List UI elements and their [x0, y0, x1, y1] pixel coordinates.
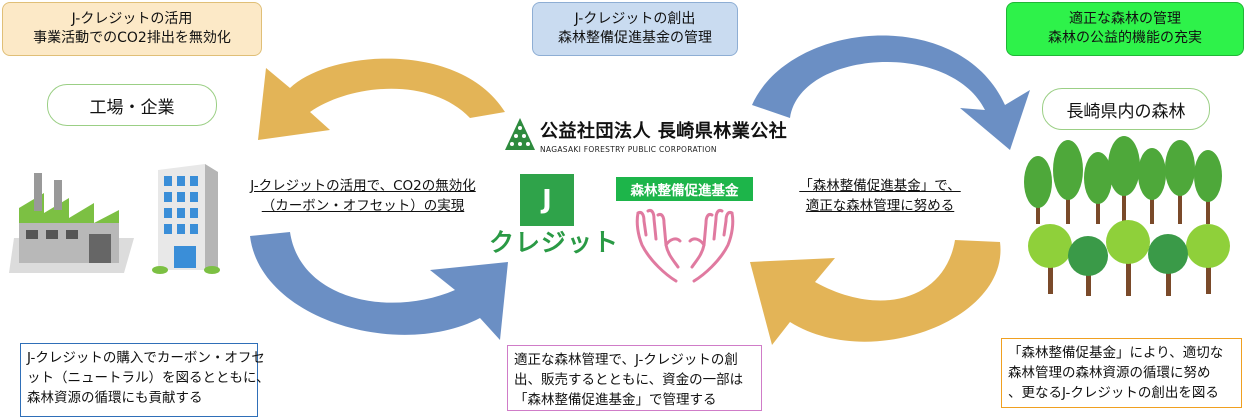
org-logo-icon	[505, 118, 535, 150]
hands-icon	[635, 209, 735, 283]
forest-icon	[1024, 136, 1230, 296]
note-center: 適正な森林管理で、J-クレジットの創 出、販売するとともに、資金の一部は 「森林…	[507, 345, 762, 411]
cycle-arrow-top-right-icon	[752, 35, 1030, 150]
flow-right-line2: 適正な森林管理に努める	[805, 198, 955, 214]
note-right-line3: 、更なるJ-クレジットの創出を図る	[1008, 385, 1219, 401]
j-credit-mark: J	[520, 174, 574, 226]
cycle-arrow-bottom-left-icon	[250, 232, 508, 340]
org-name: 公益社団法人 長崎県林業公社	[540, 121, 788, 142]
fund-badge: 森林整備促進基金	[616, 177, 753, 201]
box-forest-management-line2: 森林の公益的機能の充実	[1048, 30, 1202, 46]
cycle-arrow-top-left-icon	[258, 58, 505, 140]
note-right-line2: 森林管理の森林資源の循環に努め	[1008, 365, 1211, 381]
factory-company-label: 工場・企業	[47, 84, 217, 126]
note-left-line2: ット（ニュートラル）を図るとともに、	[27, 370, 270, 386]
note-left: J-クレジットの購入でカーボン・オフセ ット（ニュートラル）を図るとともに、 森…	[20, 343, 270, 417]
nagasaki-forest-label: 長崎県内の森林	[1042, 88, 1210, 130]
note-left-line1: J-クレジットの購入でカーボン・オフセ	[27, 350, 265, 366]
j-credit-wordmark: クレジット	[489, 228, 620, 257]
note-center-line3: 「森林整備促進基金」で管理する	[514, 392, 717, 408]
flow-left-line2: （カーボン・オフセット）の実現	[261, 198, 465, 214]
flow-left-line1: J-クレジットの活用で、CO2の無効化	[250, 178, 476, 194]
box-credit-creation-line2: 森林整備促進基金の管理	[558, 30, 712, 46]
flow-left-text: J-クレジットの活用で、CO2の無効化 （カーボン・オフセット）の実現	[248, 176, 478, 216]
office-building-icon	[152, 164, 220, 274]
org-name-english: NAGASAKI FORESTRY PUBLIC CORPORATION	[540, 145, 717, 154]
box-credit-usage: J-クレジットの活用 事業活動でのCO2排出を無効化	[2, 2, 262, 56]
box-forest-management: 適正な森林の管理 森林の公益的機能の充実	[1006, 2, 1244, 56]
note-left-line3: 森林資源の循環にも貢献する	[27, 390, 203, 406]
box-credit-creation-line1: J-クレジットの創出	[574, 11, 696, 27]
note-center-line1: 適正な森林管理で、J-クレジットの創	[514, 352, 738, 368]
box-credit-usage-line2: 事業活動でのCO2排出を無効化	[33, 30, 231, 46]
box-credit-creation: J-クレジットの創出 森林整備促進基金の管理	[532, 2, 738, 56]
factory-icon	[9, 173, 134, 273]
cycle-arrow-bottom-right-icon	[750, 240, 1001, 345]
note-right-line1: 「森林整備促基金」により、適切な	[1008, 345, 1224, 361]
box-credit-usage-line1: J-クレジットの活用	[71, 11, 193, 27]
note-right: 「森林整備促基金」により、適切な 森林管理の森林資源の循環に努め 、更なるJ-ク…	[1001, 338, 1242, 408]
note-center-line2: 出、販売するとともに、資金の一部は	[514, 372, 744, 388]
flow-right-line1: 「森林整備促進基金」で、	[799, 178, 961, 194]
box-forest-management-line1: 適正な森林の管理	[1069, 11, 1181, 27]
flow-right-text: 「森林整備促進基金」で、 適正な森林管理に努める	[780, 176, 980, 216]
